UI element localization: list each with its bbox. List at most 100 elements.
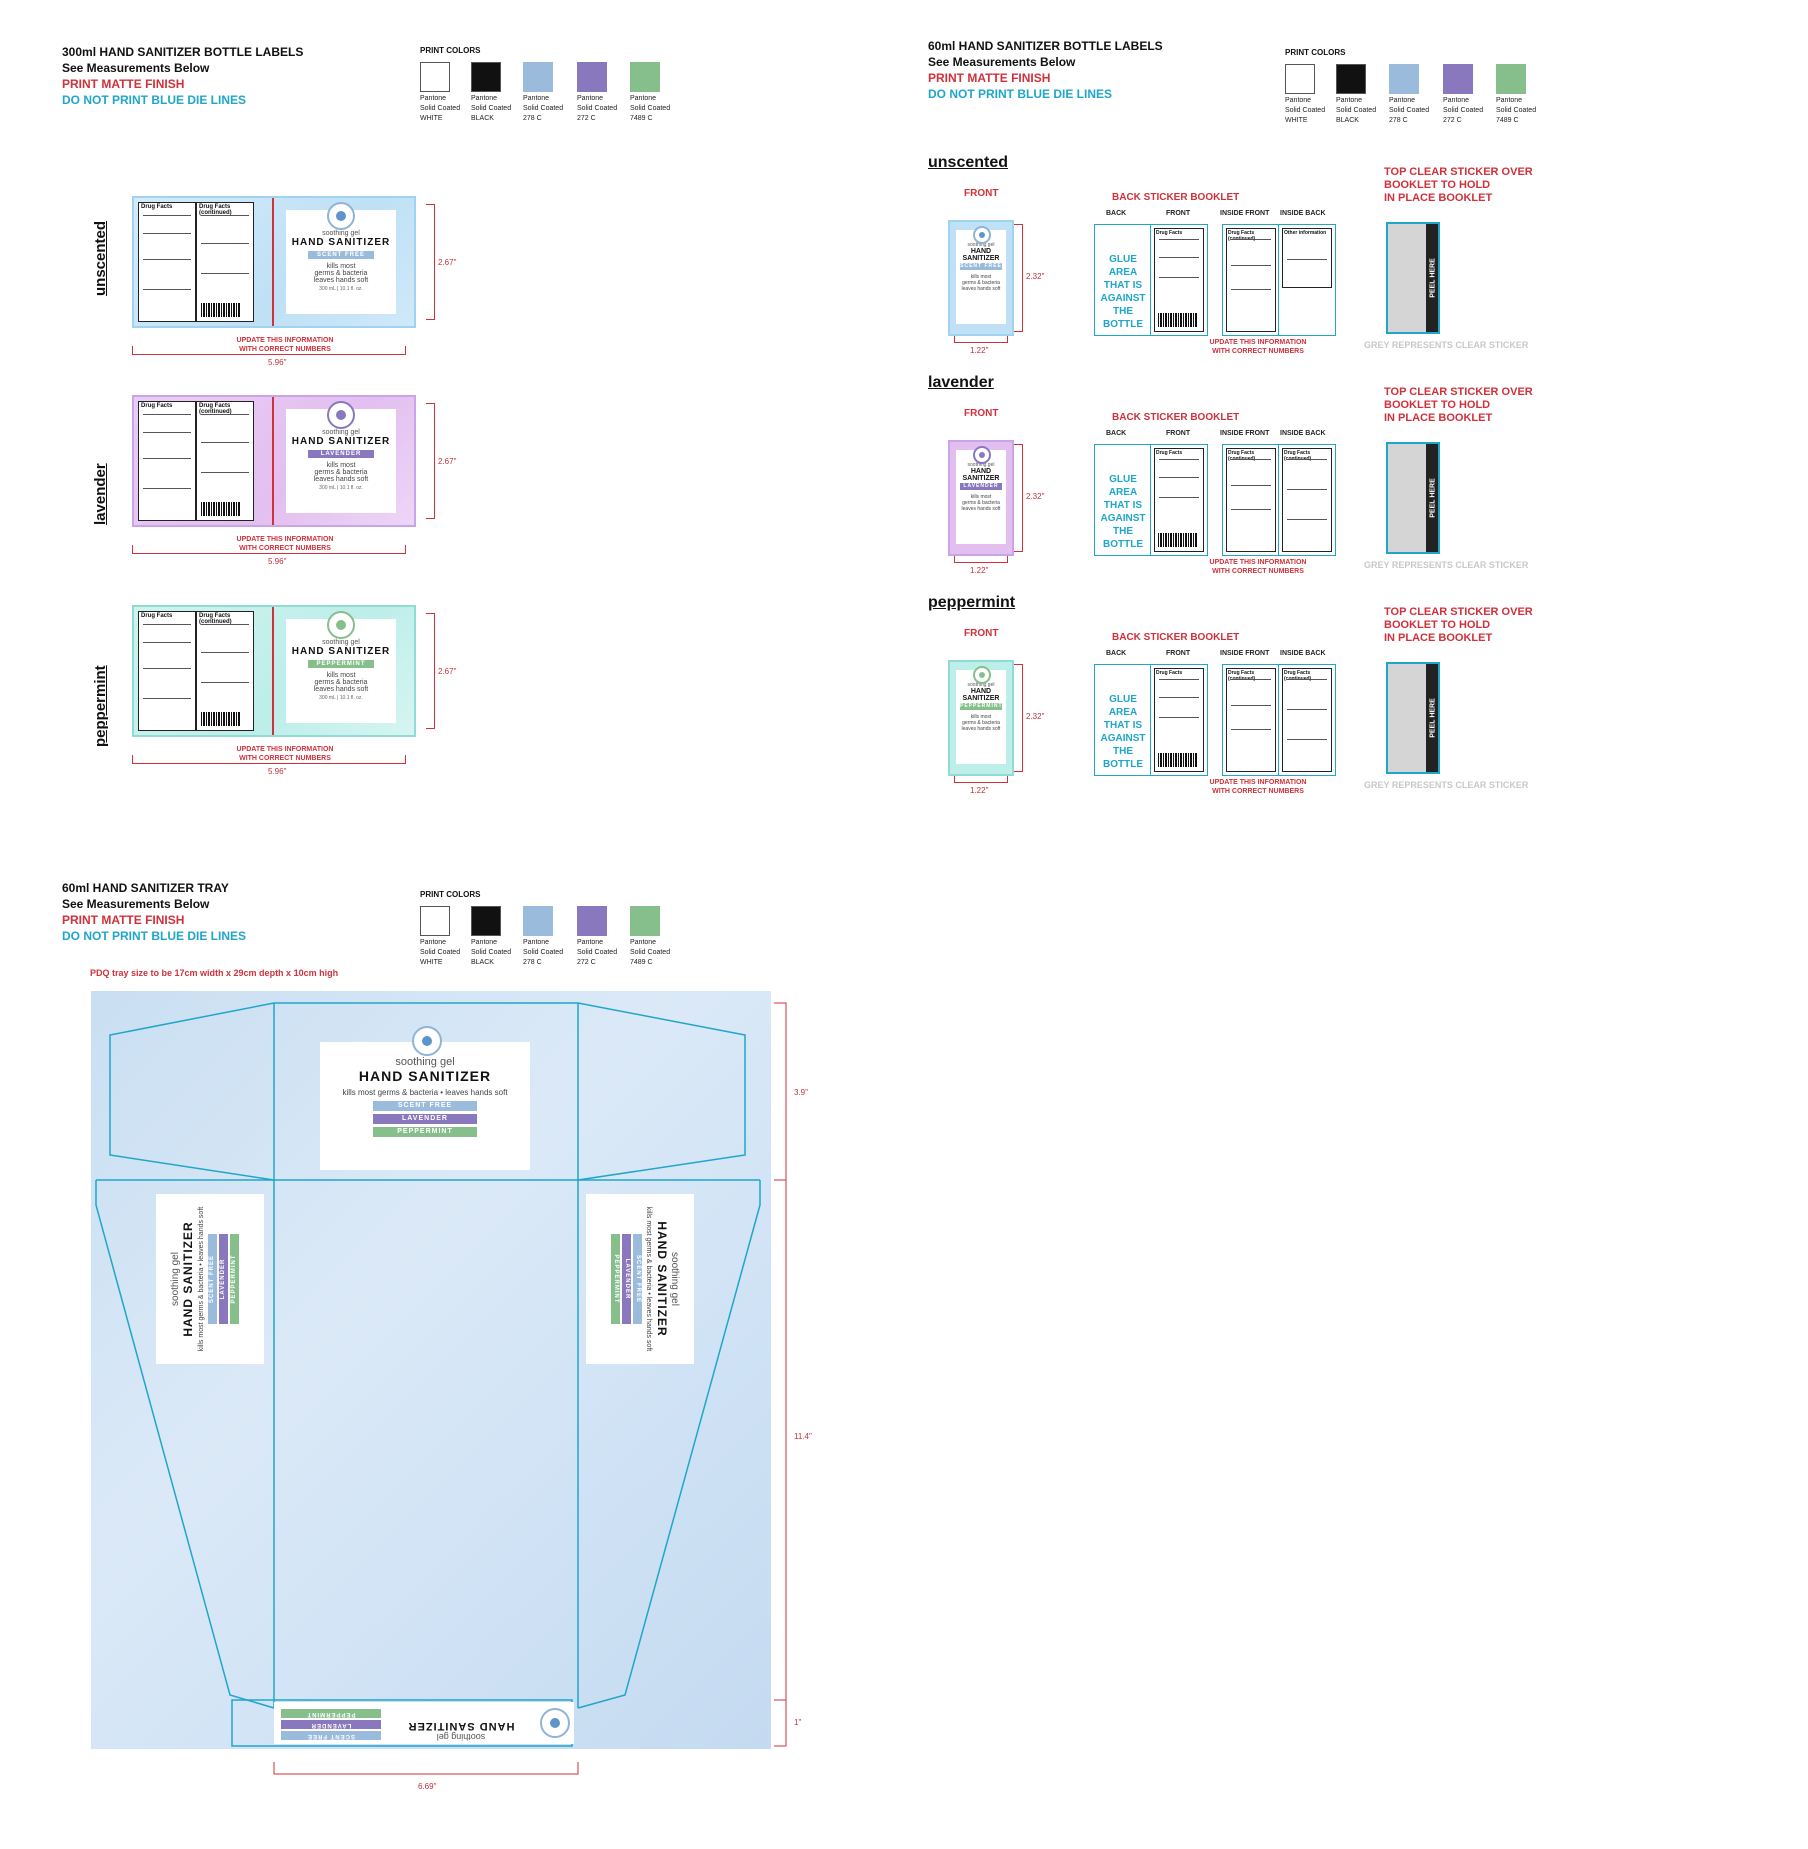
inside-front-label: INSIDE FRONT: [1220, 430, 1270, 437]
scent-pill: LAVENDER: [960, 483, 1002, 490]
product-name-2: SANITIZER: [962, 255, 1000, 262]
tray-dimension-middle: 11.4": [794, 1432, 812, 1441]
swatch-white: [1285, 64, 1315, 94]
booklet-inside-back: Other information: [1278, 224, 1336, 336]
product-name: HAND SANITIZER: [655, 1221, 669, 1337]
variant-name: lavender: [928, 374, 994, 391]
swatch-272c: [577, 62, 607, 92]
kills-text-2: germs & bacteria: [314, 679, 368, 686]
height-dimension-line: [1014, 444, 1023, 552]
tray-right-panel: soothing gel HAND SANITIZER kills most g…: [586, 1194, 694, 1364]
swatch-black: [471, 62, 501, 92]
width-dimension: 1.22": [970, 786, 989, 795]
product-name: HAND SANITIZER: [358, 1068, 492, 1084]
subtitle-tray: See Measurements Below: [62, 897, 210, 911]
peel-tab[interactable]: PEEL HERE: [1426, 224, 1438, 332]
front-title: FRONT: [964, 408, 999, 419]
product-name: HAND SANITIZER: [291, 646, 391, 657]
inside-front-label: INSIDE FRONT: [1220, 650, 1270, 657]
soothing-text: soothing gel: [322, 230, 360, 237]
pill-scent-free: SCENT FREE: [281, 1731, 381, 1740]
dimension-line-width: [273, 1762, 579, 1775]
width-dimension: 5.96": [268, 358, 287, 367]
drug-facts-panel: Drug Facts: [1154, 668, 1204, 772]
booklet-front: Drug Facts: [1150, 444, 1208, 556]
front-panel: soothing gel HAND SANITIZER PEPPERMINT k…: [286, 611, 396, 723]
die-note-tray: DO NOT PRINT BLUE DIE LINES: [62, 929, 247, 943]
height-dimension-line: [1014, 664, 1023, 772]
booklet-inside-front: Drug Facts (continued): [1222, 224, 1280, 336]
pill-scent-free: SCENT FREE: [208, 1234, 217, 1324]
soothing-text: soothing gel: [436, 1732, 486, 1742]
subtitle-300ml: See Measurements Below: [62, 61, 210, 75]
back-booklet-title: BACK STICKER BOOKLET: [1112, 192, 1240, 203]
swatch-278c: [1389, 64, 1419, 94]
barcode: [201, 712, 241, 726]
brand-logo-icon: [973, 446, 991, 464]
back-label: BACK: [1106, 210, 1127, 217]
drug-facts-panel: Drug Facts: [138, 401, 196, 521]
drug-facts-continued-panel: Drug Facts (continued): [1226, 668, 1276, 772]
peel-tab[interactable]: PEEL HERE: [1426, 664, 1438, 772]
swatch-black: [471, 906, 501, 936]
soothing-text: soothing gel: [669, 1252, 680, 1306]
kills-text-1: kills most: [326, 672, 356, 679]
front-label-inner: soothing gel HAND SANITIZER PEPPERMINT k…: [956, 666, 1006, 764]
print-colors-title: PRINT COLORS: [420, 890, 481, 899]
drug-facts-continued-panel: Drug Facts (continued): [1226, 448, 1276, 552]
tray-left-panel: soothing gel HAND SANITIZER kills most g…: [156, 1194, 264, 1364]
dieline-left-side: [95, 1180, 275, 1709]
die-note-300ml: DO NOT PRINT BLUE DIE LINES: [62, 93, 247, 107]
front-label-60: soothing gel HAND SANITIZER PEPPERMINT k…: [948, 660, 1014, 776]
leaves-text: leaves hands soft: [313, 476, 369, 483]
booklet-inside-back: Drug Facts (continued): [1278, 664, 1336, 776]
matte-note-300ml: PRINT MATTE FINISH: [62, 77, 185, 91]
clear-sticker: PEEL HERE: [1386, 442, 1440, 554]
pill-lavender: LAVENDER: [281, 1720, 381, 1729]
barcode: [1158, 753, 1198, 767]
width-dimension: 5.96": [268, 767, 287, 776]
volume-text: 300 mL | 10.1 fl. oz.: [319, 286, 363, 292]
brand-logo-icon: [540, 1708, 570, 1738]
height-dimension-line: [426, 204, 435, 320]
product-name-1: HAND: [970, 468, 992, 475]
pill-peppermint: PEPPERMINT: [611, 1234, 620, 1324]
pill-peppermint: PEPPERMINT: [281, 1709, 381, 1718]
booklet-inside-back: Drug Facts (continued): [1278, 444, 1336, 556]
booklet-front: Drug Facts: [1150, 664, 1208, 776]
width-dimension: 1.22": [970, 346, 989, 355]
peel-tab[interactable]: PEEL HERE: [1426, 444, 1438, 552]
height-dimension: 2.67": [438, 667, 457, 676]
drug-facts-panel: Drug Facts: [1154, 228, 1204, 332]
label-panel: Drug Facts Drug Facts (continued) soothi…: [132, 196, 416, 328]
scent-pill: PEPPERMINT: [960, 703, 1003, 710]
brand-logo-icon: [412, 1026, 442, 1056]
scent-pill: SCENT FREE: [308, 251, 374, 259]
swatch-7489c: [630, 906, 660, 936]
barcode: [201, 303, 241, 317]
width-dimension-line: [132, 346, 406, 355]
front-label-caption: FRONT: [1166, 650, 1191, 657]
width-dimension-line: [132, 545, 406, 554]
dieline-top-right-flap: [577, 1002, 746, 1181]
inside-front-label: INSIDE FRONT: [1220, 210, 1270, 217]
height-dimension-line: [426, 403, 435, 519]
print-colors-title: PRINT COLORS: [420, 46, 481, 55]
brand-logo-icon: [327, 611, 355, 639]
brand-logo-icon: [973, 666, 991, 684]
title-300ml: 300ml HAND SANITIZER BOTTLE LABELS: [62, 45, 304, 59]
pdq-size-note: PDQ tray size to be 17cm width x 29cm de…: [90, 968, 339, 978]
